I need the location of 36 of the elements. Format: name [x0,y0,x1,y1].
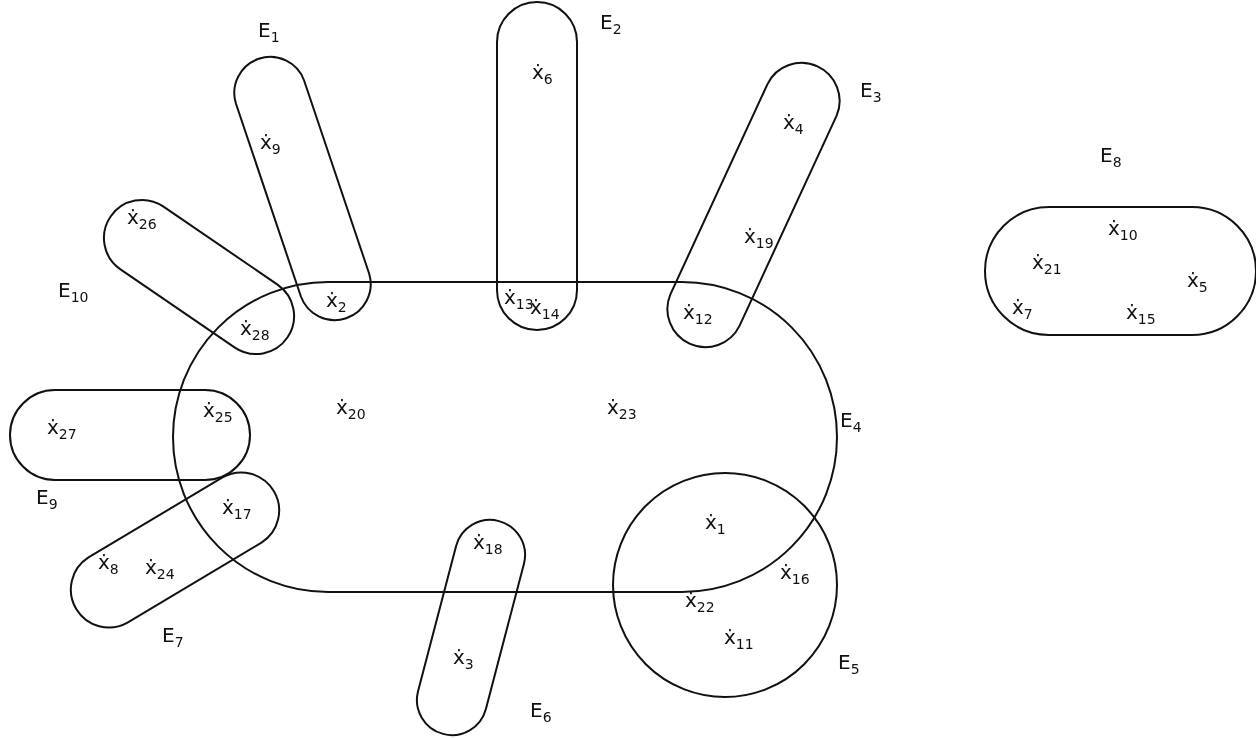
set-label: E$_{8}$ [1100,145,1122,169]
point-label: ẋ$_{23}$ [607,397,637,421]
set-label: E$_{1}$ [258,20,280,44]
point-label: ẋ$_{20}$ [336,397,366,421]
point-label: ẋ$_{2}$ [326,290,347,314]
point-label: ẋ$_{6}$ [532,62,553,86]
set-label: E$_{4}$ [840,410,862,434]
point-label: ẋ$_{11}$ [724,627,754,651]
point-label: ẋ$_{27}$ [47,417,77,441]
point-label: ẋ$_{15}$ [1126,302,1156,326]
set-label: E$_{3}$ [860,80,882,104]
point-label: ẋ$_{10}$ [1108,218,1138,242]
set-label: E$_{7}$ [162,625,184,649]
point-label: ẋ$_{4}$ [783,112,804,136]
point-label: ẋ$_{12}$ [683,302,713,326]
point-label: ẋ$_{26}$ [127,207,157,231]
point-label: ẋ$_{22}$ [685,590,715,614]
point-label: ẋ$_{1}$ [705,512,726,536]
point-label: ẋ$_{9}$ [260,132,281,156]
point-label: ẋ$_{8}$ [98,552,119,576]
point-label: ẋ$_{3}$ [453,647,474,671]
point-label: ẋ$_{7}$ [1012,297,1033,321]
set-label: E$_{9}$ [36,487,58,511]
set-label: E$_{10}$ [58,280,89,304]
point-label: ẋ$_{17}$ [222,497,252,521]
point-label: ẋ$_{24}$ [145,557,175,581]
point-label: ẋ$_{25}$ [203,400,233,424]
set-label: E$_{5}$ [838,652,860,676]
point-label: ẋ$_{16}$ [780,562,810,586]
set-label: E$_{6}$ [530,700,552,724]
point-label: ẋ$_{21}$ [1032,252,1062,276]
point-label: ẋ$_{19}$ [744,226,774,250]
point-label: ẋ$_{18}$ [473,532,503,556]
point-label: ẋ$_{5}$ [1187,270,1208,294]
set-label: E$_{2}$ [600,12,622,36]
point-label: ẋ$_{28}$ [240,318,270,342]
